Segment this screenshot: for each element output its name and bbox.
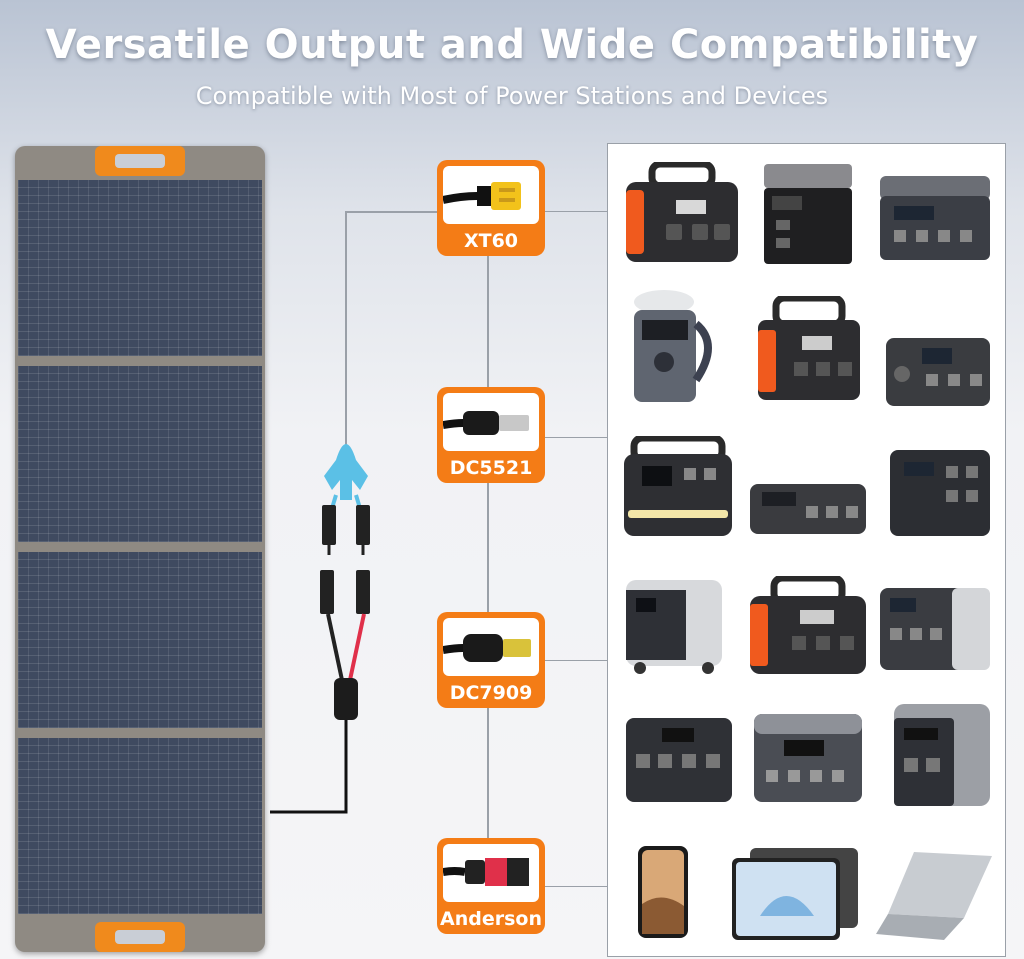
laptop-icon	[876, 852, 992, 940]
power-station-dark-wide	[880, 176, 990, 260]
panel-cells-3	[18, 552, 262, 728]
power-station-wheeled	[626, 580, 722, 674]
headline-title: Versatile Output and Wide Compatibility	[45, 22, 979, 68]
power-station-silver	[880, 588, 990, 670]
connector-label: Anderson	[440, 908, 542, 930]
device-gallery	[607, 143, 1006, 957]
connector-label: DC5521	[449, 457, 533, 479]
power-station-dark-1	[626, 718, 732, 802]
headline-subtitle: Compatible with Most of Power Stations a…	[195, 82, 829, 110]
power-station-orange-3	[750, 576, 866, 674]
panel-cells-1	[18, 180, 262, 356]
link-dc7909	[545, 660, 607, 661]
link-dc5521	[545, 437, 607, 438]
connector-dc7909: DC7909	[437, 612, 545, 708]
power-station-black-box	[890, 450, 990, 536]
power-station-tall-gray	[894, 704, 990, 806]
power-station-lantern	[634, 290, 712, 402]
connector-xt60: XT60	[437, 160, 545, 256]
link-anderson	[545, 886, 607, 887]
connector-label: XT60	[463, 230, 519, 252]
dc7909-plug-image	[443, 618, 539, 676]
power-station-compact	[886, 338, 990, 406]
connector-dc5521: DC5521	[437, 387, 545, 483]
power-station-orange-1	[626, 162, 738, 262]
panel-bottom-handle	[95, 922, 185, 952]
power-station-flat	[750, 484, 866, 534]
solar-panel	[15, 146, 265, 952]
power-station-gray-tall	[764, 164, 852, 264]
backbone-line	[487, 254, 489, 840]
y-splitter-cable	[270, 211, 438, 814]
connector-label: DC7909	[449, 682, 533, 704]
connector-anderson: Anderson	[437, 838, 545, 934]
anderson-plug-image	[443, 844, 539, 902]
panel-cells-2	[18, 366, 262, 542]
tablet-icon	[732, 848, 858, 940]
panel-top-handle	[95, 146, 185, 176]
power-station-light-top	[754, 714, 862, 802]
smartphone-icon	[638, 846, 688, 938]
panel-cells-4	[18, 738, 262, 914]
power-station-lightbar	[624, 436, 732, 536]
power-station-orange-2	[758, 296, 860, 400]
link-xt60	[545, 211, 607, 212]
xt60-plug-image	[443, 166, 539, 224]
dc5521-plug-image	[443, 393, 539, 451]
